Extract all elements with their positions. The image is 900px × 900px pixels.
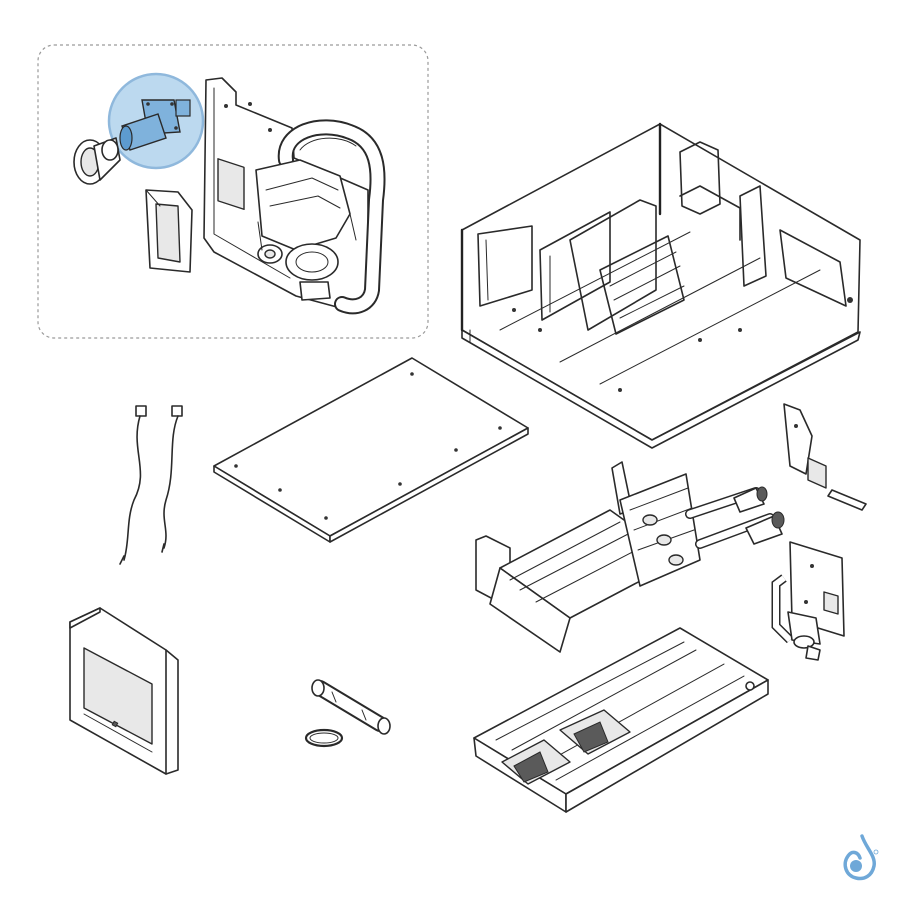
- sensor-cables[interactable]: [119, 405, 183, 565]
- control-bracket[interactable]: [783, 403, 867, 511]
- drain-pan[interactable]: [473, 627, 769, 813]
- pump-float-switch[interactable]: [145, 189, 193, 273]
- pump-inlet-connector-highlight[interactable]: [107, 72, 205, 170]
- drain-hose-with-clamp[interactable]: [304, 679, 391, 748]
- heat-exchanger-coil[interactable]: [475, 461, 785, 653]
- control-board-and-pump[interactable]: [771, 541, 845, 661]
- wall-controller[interactable]: [69, 607, 179, 775]
- pump-inlet-plug: [73, 137, 121, 185]
- unit-chassis[interactable]: [460, 122, 861, 449]
- pump-motor: [255, 159, 357, 301]
- pump-discharge-pipe: [277, 119, 386, 315]
- inset-dashed-frame: [37, 44, 429, 339]
- brand-logo: [843, 834, 879, 881]
- condensate-pump-assembly[interactable]: [37, 44, 429, 339]
- access-panel[interactable]: [213, 357, 529, 543]
